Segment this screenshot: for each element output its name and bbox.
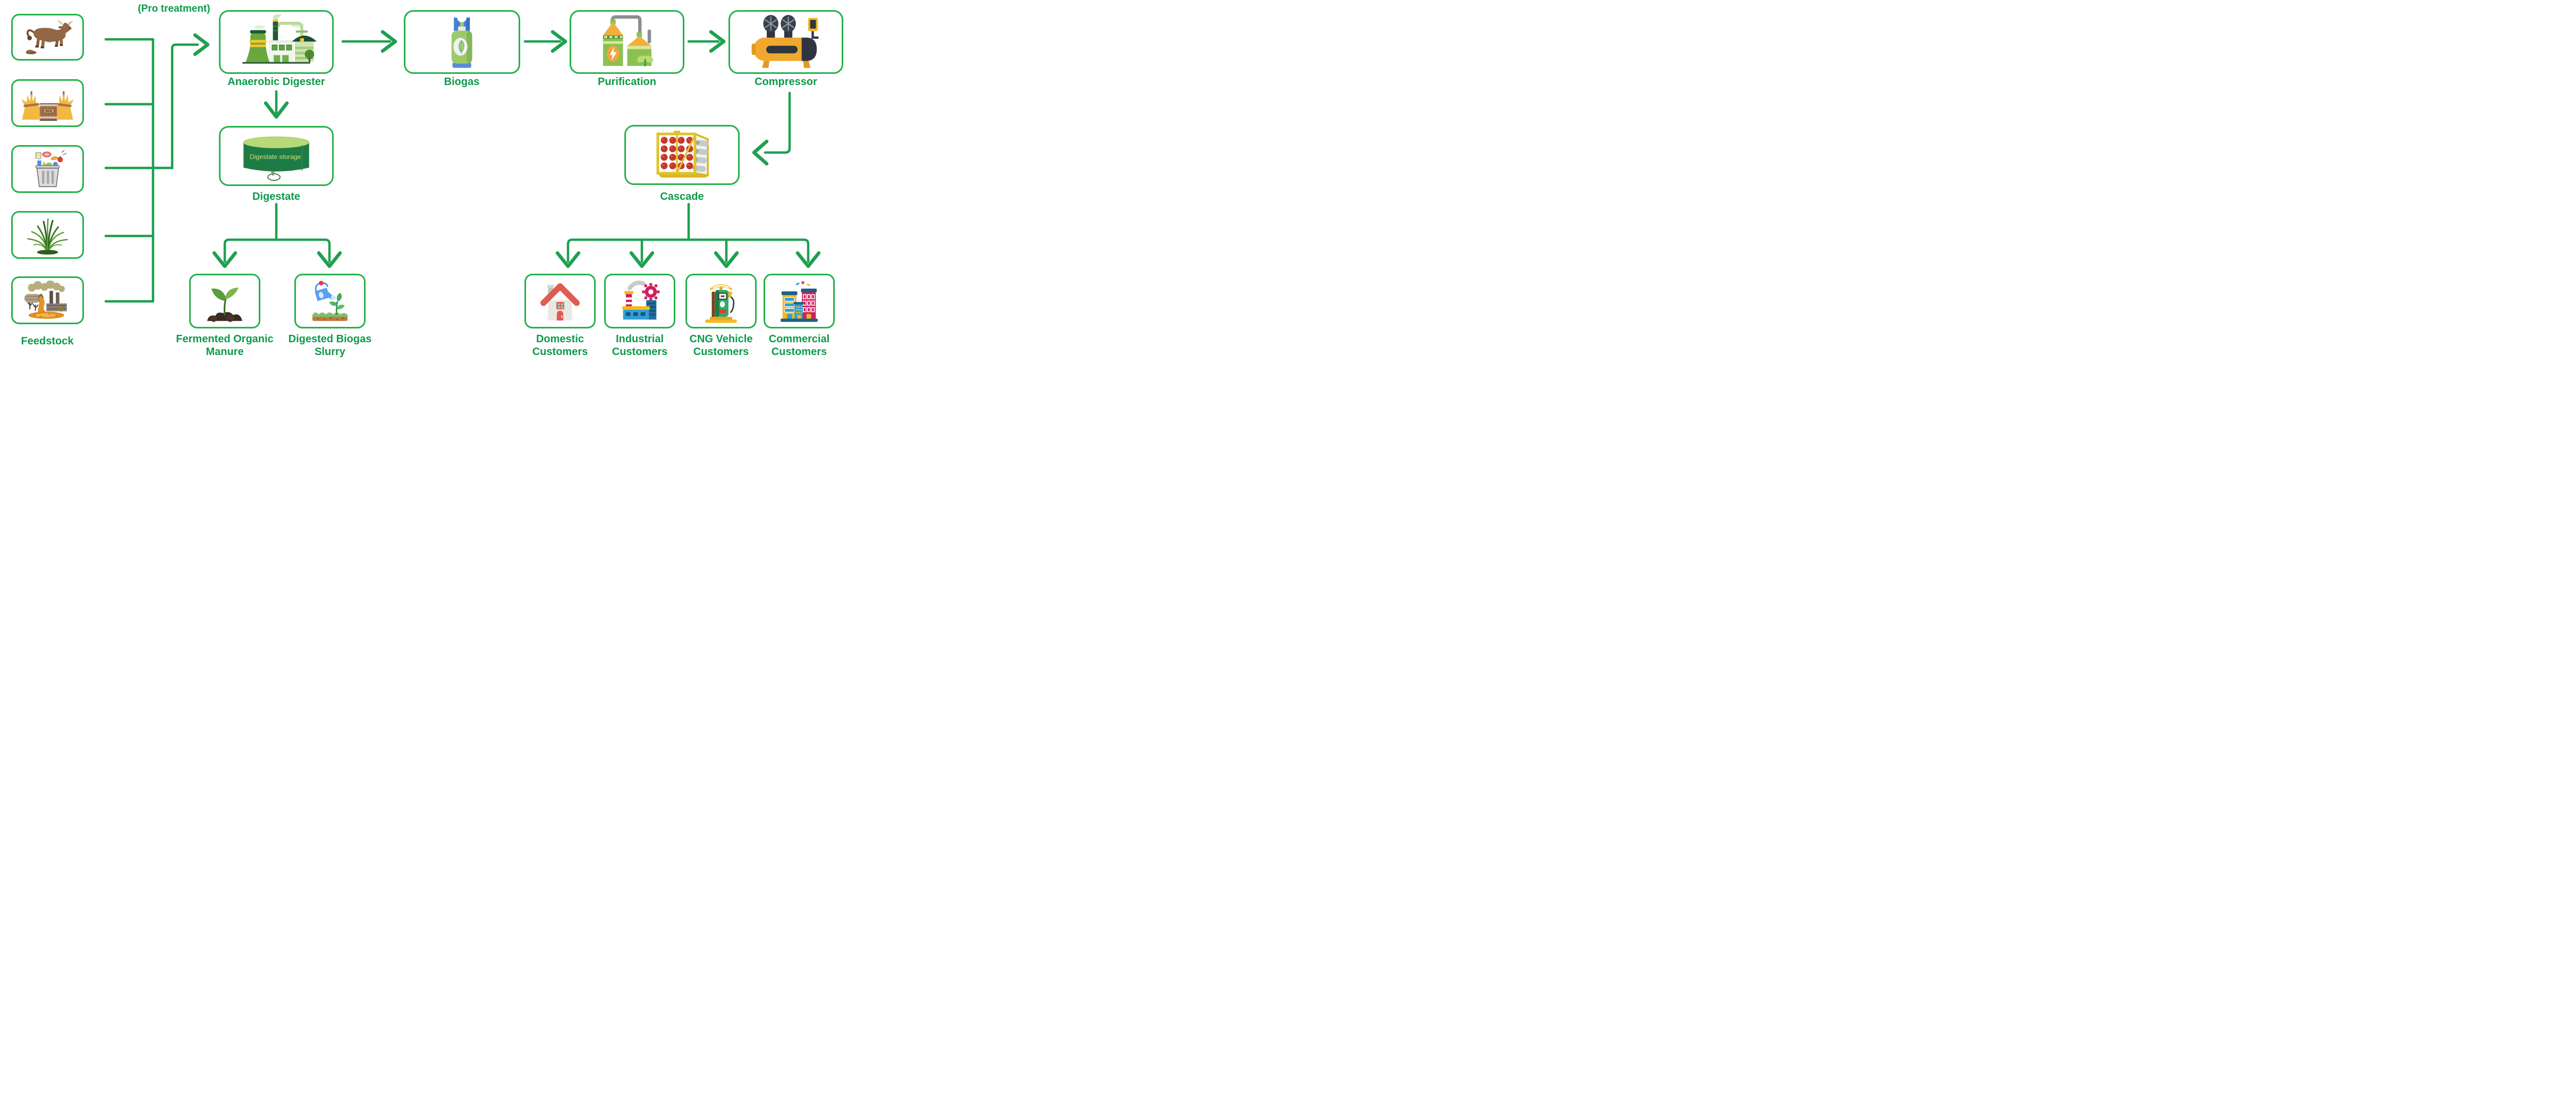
biogas-label: Biogas <box>444 76 480 88</box>
industrial-waste-icon <box>24 281 67 319</box>
anaerobic-digester-box <box>219 10 334 74</box>
pretreatment-note: (Pro treatment) <box>138 3 210 14</box>
digestate-box: Digestate storage <box>219 126 334 186</box>
purification-label: Purification <box>597 76 656 88</box>
digestate-label: Digestate <box>252 191 301 202</box>
purification-box <box>570 10 684 74</box>
factory-icon <box>622 281 660 320</box>
biogas-box <box>404 10 520 74</box>
arrow-to-slurry-head <box>317 251 342 268</box>
commercial-customers-label: Commercial Customers <box>768 333 830 358</box>
compressor-label: Compressor <box>755 76 817 88</box>
arrow-to-domestic-head <box>555 251 581 268</box>
cascade-box <box>624 125 740 185</box>
tank-text: Digestate storage <box>250 153 301 161</box>
arrow-to-cng-head <box>714 251 739 268</box>
arrow-to-industrial-head <box>629 251 655 268</box>
feedstock-label: Feedstock <box>21 335 74 347</box>
arrow-digester-digestate-head <box>264 101 289 119</box>
storage-tank-icon: Digestate storage <box>243 136 310 181</box>
arrow-digester-biogas-head <box>380 30 397 53</box>
arrow-compressor-cascade-shaft <box>764 91 791 154</box>
anaerobic-digester-label: Anaerobic Digester <box>227 76 325 88</box>
biogas-process-diagram: (Pro treatment) <box>0 0 859 372</box>
industrial-customers-box <box>604 274 675 328</box>
fuel-pump-icon <box>705 284 737 323</box>
domestic-customers-box <box>524 274 596 328</box>
compressor-box <box>728 10 843 74</box>
refinery-icon <box>603 15 654 67</box>
commercial-customers-box <box>764 274 835 328</box>
arrow-to-manure-head <box>212 251 238 268</box>
house-icon <box>540 283 580 321</box>
domestic-customers-label: Domestic Customers <box>532 333 588 358</box>
grass-icon <box>27 218 68 255</box>
arrow-purification-compressor-head <box>709 30 726 53</box>
arrow-to-commercial-head <box>795 251 821 268</box>
feedstock-industrial-box <box>11 276 84 324</box>
cng-cylinder-rack-icon <box>656 130 709 178</box>
arrow-biogas-purification-head <box>550 30 567 53</box>
gas-canister-leaf-icon <box>452 14 472 68</box>
fermented-manure-label: Fermented Organic Manure <box>176 333 274 358</box>
feedstock-cattle-box <box>11 14 84 61</box>
cascade-split-bar <box>566 238 810 263</box>
buildings-icon <box>781 281 818 322</box>
feedstock-foodwaste-box <box>11 145 84 193</box>
cng-vehicle-customers-box <box>685 274 757 328</box>
rice-barrel-text: RICE <box>46 110 53 113</box>
biogas-plant-icon <box>242 14 317 64</box>
seedling-icon <box>207 288 243 322</box>
biogas-slurry-box <box>294 274 366 328</box>
feedstock-straw-box: RICE <box>11 79 84 127</box>
watering-plant-icon <box>312 281 348 321</box>
trash-bin-icon <box>35 150 67 188</box>
cascade-label: Cascade <box>660 191 704 202</box>
feedstock-grass-box <box>11 211 84 259</box>
arrow-compressor-cascade-head <box>752 139 769 166</box>
cng-vehicle-customers-label: CNG Vehicle Customers <box>689 333 753 358</box>
air-compressor-icon <box>751 15 819 68</box>
digestate-split-bar <box>223 238 331 263</box>
arrow-pretreatment-head <box>193 33 210 56</box>
cow-icon <box>26 20 73 55</box>
arrow-pretreatment-shaft <box>171 43 199 170</box>
hay-rice-icon: RICE <box>21 91 74 121</box>
fermented-manure-box <box>189 274 260 328</box>
biogas-slurry-label: Digested Biogas Slurry <box>288 333 372 358</box>
industrial-customers-label: Industrial Customers <box>612 333 668 358</box>
